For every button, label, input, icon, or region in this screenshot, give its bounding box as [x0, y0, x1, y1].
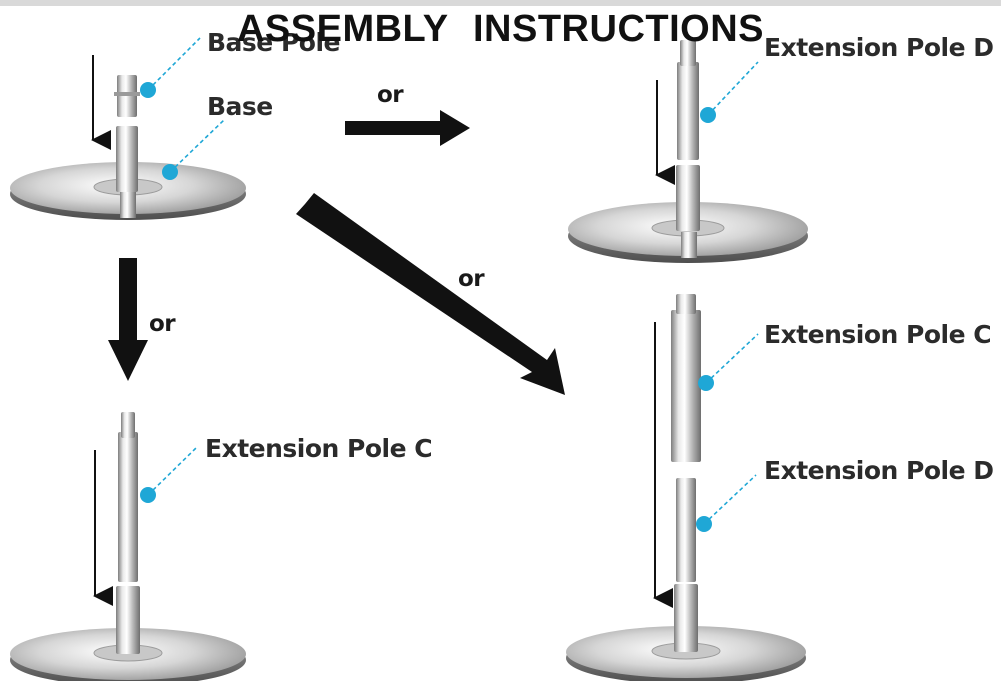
label-extension-pole-d-top: Extension Pole D	[764, 33, 994, 62]
callout-extension-pole-d-top	[700, 61, 759, 123]
label-extension-pole-d-bottom: Extension Pole D	[764, 456, 994, 485]
callout-base	[162, 119, 225, 180]
label-base: Base	[207, 92, 273, 121]
base-assembly-top-left	[10, 55, 246, 220]
label-base-pole: Base Pole	[207, 28, 341, 57]
assembly-extension-c-d-bottom-right	[566, 294, 806, 681]
page-title: ASSEMBLY INSTRUCTIONS	[236, 8, 765, 50]
label-extension-pole-c-right: Extension Pole C	[764, 320, 992, 349]
label-or-down: or	[149, 311, 176, 337]
top-border	[0, 0, 1001, 6]
label-extension-pole-c-left: Extension Pole C	[205, 434, 433, 463]
callout-base-pole	[140, 37, 201, 98]
callout-extension-pole-c-bottom-right	[698, 333, 759, 391]
arrow-diagonal	[296, 193, 565, 395]
callout-extension-pole-d-bottom-right	[696, 474, 757, 532]
callout-extension-pole-c-bottom-left	[140, 447, 197, 503]
assembly-extension-d-top-right	[568, 40, 808, 263]
assembly-extension-c-bottom-left	[10, 412, 246, 681]
arrow-right	[345, 110, 470, 146]
label-or-right: or	[377, 82, 404, 108]
arrow-down	[108, 258, 148, 381]
label-or-diagonal: or	[458, 266, 485, 292]
